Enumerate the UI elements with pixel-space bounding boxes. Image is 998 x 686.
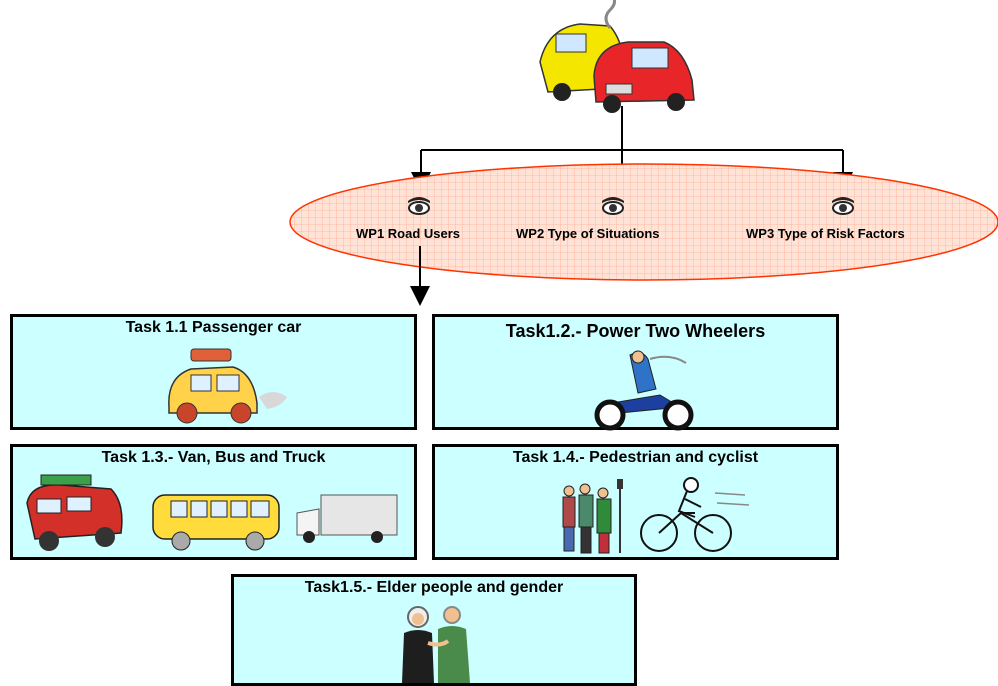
wp1-label: WP1 Road Users — [356, 226, 461, 241]
wp2-label: WP2 Type of Situations — [516, 226, 660, 241]
car-crash-illustration — [539, 0, 695, 113]
wp1-icon — [406, 195, 432, 215]
task-title: Task1.5.- Elder people and gender — [304, 579, 564, 596]
wp3-label: WP3 Type of Risk Factors — [746, 226, 905, 241]
elderly-couple-illustration — [402, 606, 470, 683]
task-title: Task 1.4.- Pedestrian and cyclist — [512, 449, 759, 466]
task-box-passenger-car: Task 1.1 Passenger car — [10, 314, 417, 430]
motorcycle-rider-illustration — [594, 350, 694, 431]
task-box-pedestrian-cyclist: Task 1.4.- Pedestrian and cyclist — [432, 444, 839, 560]
van-bus-truck-illustration — [26, 474, 398, 551]
wp3-icon — [830, 195, 856, 215]
task-box-elder-people-gender: Task1.5.- Elder people and gender — [231, 574, 637, 686]
task-title: Task 1.1 Passenger car — [125, 319, 302, 336]
pedestrians-cyclist-illustration — [562, 477, 750, 554]
task-box-power-two-wheelers: Task1.2.- Power Two Wheelers — [432, 314, 839, 431]
task-title: Task1.2.- Power Two Wheelers — [505, 321, 766, 341]
wp2-icon — [600, 195, 626, 215]
task-box-van-bus-truck: Task 1.3.- Van, Bus and Truck — [10, 444, 417, 560]
work-packages-ellipse — [289, 163, 998, 281]
task-title: Task 1.3.- Van, Bus and Truck — [101, 449, 326, 466]
passenger-car-illustration — [168, 348, 287, 424]
